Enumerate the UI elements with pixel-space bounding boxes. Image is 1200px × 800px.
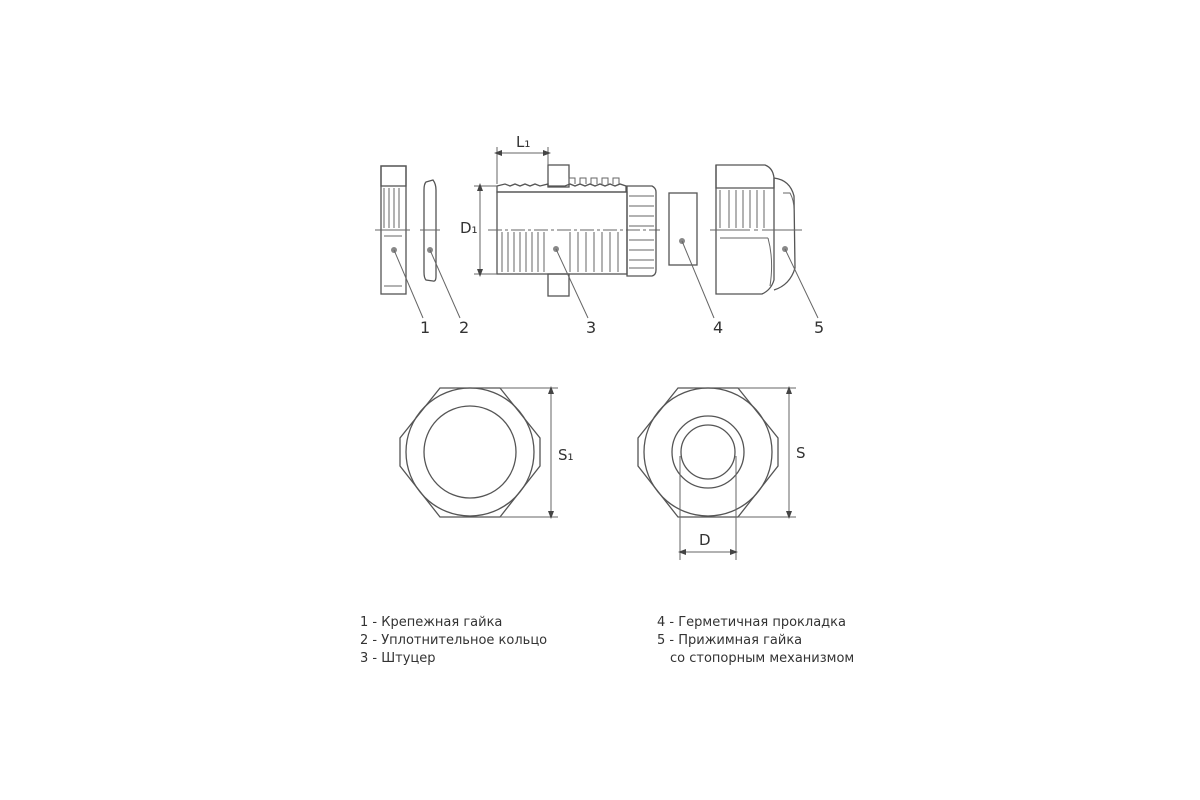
dim-label-d: D [699,531,711,549]
dim-label-d1: D₁ [460,219,478,237]
callout-1: 1 [420,318,430,337]
legend-left: 1 - Крепежная гайка 2 - Уплотнительное к… [360,614,547,668]
legend-right: 4 - Герметичная прокладка 5 - Прижимная … [657,614,854,668]
legend-item-3: 3 - Штуцер [360,651,436,666]
callout-4: 4 [713,318,723,337]
legend-item-4: 4 - Герметичная прокладка [657,615,846,630]
part-1-fastening-nut [375,165,424,319]
part-5-clamping-nut [710,164,819,319]
callout-3: 3 [586,318,596,337]
legend-item-5-continued: со стопорным механизмом [670,651,855,666]
dim-label-s: S [796,444,806,462]
callout-5: 5 [814,318,824,337]
dim-label-s1: S₁ [558,446,574,464]
legend-item-5: 5 - Прижимная гайка [657,633,803,648]
part-2-sealing-ring [420,179,461,319]
front-view-fastening-nut [399,386,558,519]
callout-2: 2 [459,318,469,337]
legend-item-1: 1 - Крепежная гайка [360,615,503,630]
dim-label-l1: L₁ [516,133,530,151]
legend-item-2: 2 - Уплотнительное кольцо [360,633,548,648]
front-view-clamping-nut [637,386,796,560]
part-3-fitting [474,147,660,319]
part-4-gasket [668,192,715,319]
